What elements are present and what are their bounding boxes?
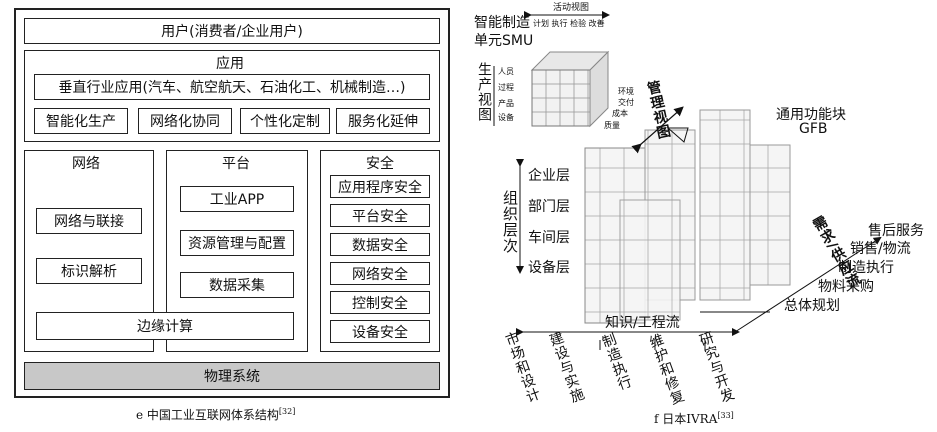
platform-item-label: 数据采集 (209, 278, 265, 294)
activity-item-inspect: 检验 (570, 19, 587, 28)
mgmt-item-quality: 质量 (604, 121, 620, 130)
activity-items: 计划 执行 检验 改善 (533, 18, 605, 29)
app-item-service-extension: 服务化延伸 (336, 108, 430, 134)
network-title: 网络 (72, 156, 100, 172)
activity-item-improve: 改善 (588, 19, 605, 28)
mgmt-item-delivery: 交付 (618, 98, 634, 107)
mgmt-item-environment: 环境 (618, 87, 634, 96)
app-item-label: 个性化定制 (250, 114, 320, 130)
application-title: 应用 (216, 56, 244, 72)
left-caption-ref: [32] (278, 407, 296, 416)
platform-item-resource-management: 资源管理与配置 (180, 230, 294, 256)
knowledge-item-market-design: 市场和设计 (501, 329, 543, 406)
gfb-cube-stack (584, 109, 791, 324)
platform-item-data-collection: 数据采集 (180, 272, 294, 298)
knowledge-flow-label: 知识/工程流 (605, 315, 680, 331)
platform-title: 平台 (222, 156, 250, 172)
security-item-label: 数据安全 (352, 237, 408, 254)
level-equipment: 设备层 (528, 260, 570, 276)
supply-item-sales-logistics: 销售/物流 (850, 241, 911, 257)
smu-cube (530, 50, 610, 128)
level-workshop: 车间层 (528, 230, 570, 246)
left-caption-text: e 中国工业互联网体系结构 (136, 408, 279, 422)
security-item-data: 数据安全 (330, 233, 430, 256)
security-item-label: 应用程序安全 (338, 179, 422, 196)
smu-label-line1: 智能制造 (474, 15, 530, 31)
right-caption: f 日本IVRA[33] (654, 410, 734, 427)
supply-item-overall-planning: 总体规划 (784, 298, 840, 314)
activity-view-label: 活动视图 (553, 3, 590, 13)
production-item-equipment: 设备 (498, 113, 514, 122)
security-item-device: 设备安全 (330, 320, 430, 343)
gfb-label-line2: GFB (799, 121, 828, 137)
management-view-label: 管理视图 (643, 78, 673, 142)
edge-computing-box: 边缘计算 (36, 312, 294, 340)
security-item-platform: 平台安全 (330, 204, 430, 227)
production-view-label: 生产视图 (476, 62, 492, 122)
app-item-networked-collaboration: 网络化协同 (138, 108, 232, 134)
security-item-network: 网络安全 (330, 262, 430, 285)
left-caption: e 中国工业互联网体系结构[32] (136, 406, 295, 423)
production-item-people: 人员 (498, 67, 514, 76)
smu-label-line2: 单元SMU (474, 33, 534, 49)
security-title: 安全 (366, 156, 394, 172)
security-item-control: 控制安全 (330, 291, 430, 314)
network-item-identifier-resolution: 标识解析 (36, 258, 142, 284)
user-layer-label: 用户(消费者/企业用户) (161, 24, 303, 40)
security-item-application: 应用程序安全 (330, 175, 430, 198)
app-item-label: 服务化延伸 (348, 114, 418, 130)
vertical-industry-box: 垂直行业应用(汽车、航空航天、石油化工、机械制造…) (34, 74, 430, 100)
physical-system-label: 物理系统 (204, 369, 260, 385)
platform-item-industrial-app: 工业APP (180, 186, 294, 212)
security-item-label: 设备安全 (352, 324, 408, 341)
activity-item-plan: 计划 (533, 19, 549, 28)
app-item-label: 网络化协同 (150, 114, 220, 130)
security-item-label: 网络安全 (352, 266, 408, 283)
level-department: 部门层 (528, 199, 570, 215)
knowledge-item-manufacturing-execution: 制造执行 (598, 331, 634, 393)
right-caption-ref: [33] (717, 411, 734, 420)
org-level-label: 组织层次 (501, 190, 519, 254)
gfb-label-line1: 通用功能块 (776, 107, 846, 123)
app-item-label: 智能化生产 (46, 114, 116, 130)
right-caption-text: f 日本IVRA (654, 412, 718, 426)
app-item-personalized-customization: 个性化定制 (240, 108, 330, 134)
edge-computing-label: 边缘计算 (137, 319, 193, 335)
network-item-connection: 网络与联接 (36, 208, 142, 234)
physical-system-layer: 物理系统 (24, 362, 440, 390)
supply-item-manufacturing: 制造执行 (838, 260, 894, 276)
platform-item-label: 资源管理与配置 (188, 236, 286, 252)
level-enterprise: 企业层 (528, 168, 570, 184)
activity-item-execute: 执行 (551, 19, 568, 28)
app-item-smart-production: 智能化生产 (34, 108, 128, 134)
security-item-label: 平台安全 (352, 208, 408, 225)
mgmt-item-cost: 成本 (612, 109, 628, 118)
production-item-product: 产品 (498, 99, 514, 108)
supply-item-after-sales: 售后服务 (868, 223, 924, 239)
security-item-label: 控制安全 (352, 295, 408, 312)
network-item-label: 网络与联接 (54, 214, 124, 230)
supply-item-procurement: 物料采购 (818, 279, 874, 295)
user-layer: 用户(消费者/企业用户) (24, 18, 440, 44)
platform-item-label: 工业APP (209, 192, 265, 208)
knowledge-item-research: 研究与开发 (695, 329, 737, 406)
knowledge-item-construction: 建设与实施 (545, 329, 587, 406)
network-item-label: 标识解析 (61, 264, 117, 280)
production-item-process: 过程 (498, 83, 514, 92)
vertical-industry-label: 垂直行业应用(汽车、航空航天、石油化工、机械制造…) (58, 80, 406, 96)
knowledge-item-maintenance: 维护和修复 (645, 331, 687, 408)
